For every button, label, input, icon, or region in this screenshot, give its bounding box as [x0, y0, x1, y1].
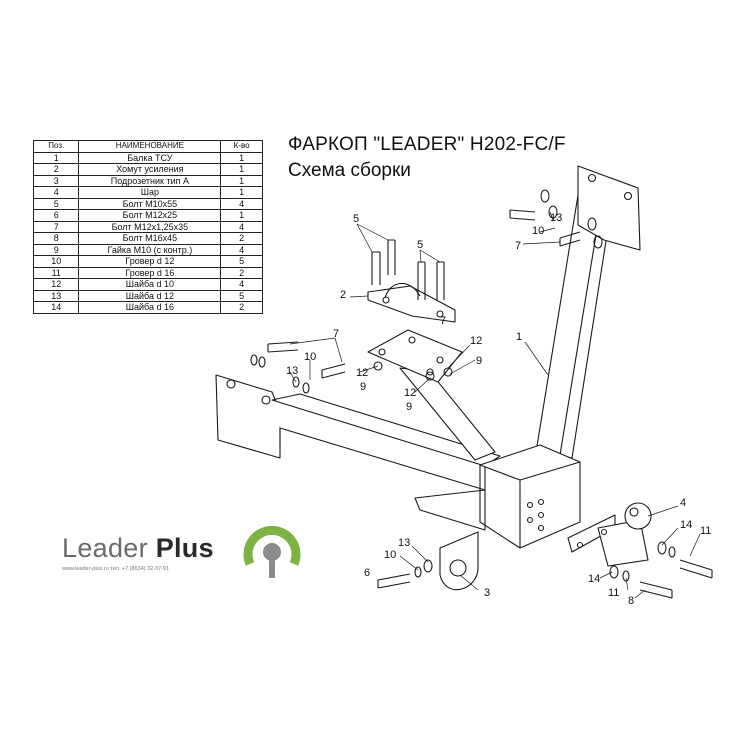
cell-quantity: 2	[220, 301, 263, 314]
cell-position: 6	[32, 209, 80, 222]
cell-position: 14	[32, 301, 80, 314]
callout-9c: 9	[406, 401, 412, 413]
callout-14a: 14	[680, 519, 692, 531]
reinforcement-clamp	[367, 282, 456, 323]
cell-name: Шар	[78, 186, 222, 199]
cell-name: Гайка М10 (с контр.)	[78, 243, 222, 256]
callout-7c: 7	[440, 315, 446, 327]
left-bracket-plate	[215, 374, 281, 459]
brand-name: Leader	[62, 533, 148, 563]
header-quantity: К-во	[220, 140, 263, 153]
callout-10c: 10	[384, 549, 396, 561]
cell-name: Балка ТСУ	[78, 151, 222, 164]
mounting-plate	[367, 329, 463, 383]
callout-5b: 5	[417, 239, 423, 251]
callout-9b: 9	[360, 381, 366, 393]
cell-position: 2	[32, 163, 80, 176]
callout-13a: 13	[550, 212, 562, 224]
callout-7a: 7	[515, 240, 521, 252]
header-name: НАИМЕНОВАНИЕ	[78, 140, 222, 153]
cell-quantity: 1	[220, 186, 263, 199]
callout-12c: 12	[404, 387, 416, 399]
main-beam	[271, 393, 501, 531]
callout-5a: 5	[353, 213, 359, 225]
callout-11a: 11	[700, 525, 711, 537]
cell-quantity: 4	[220, 220, 263, 233]
page-subtitle: Схема сборки	[288, 160, 411, 181]
cell-position: 8	[32, 232, 80, 245]
cell-name: Хомут усиления	[78, 163, 222, 176]
callout-8: 8	[628, 595, 634, 607]
callout-4: 4	[680, 497, 686, 509]
brand-plus: Plus	[155, 533, 214, 563]
callout-3: 3	[484, 587, 490, 599]
brand-logo-mark	[243, 525, 301, 578]
cell-name: Шайба d 16	[78, 301, 222, 314]
cell-quantity: 1	[220, 209, 263, 222]
cell-name: Болт М12х25	[78, 209, 222, 222]
bolts	[267, 209, 713, 599]
callout-11b: 11	[608, 587, 619, 599]
cell-position: 4	[32, 186, 80, 199]
ball-mount	[567, 502, 652, 567]
callout-labels: 1 2 3 4 5 5 6 7 7 7 8 9 9 9 10 10 10 11 …	[286, 212, 711, 607]
cell-quantity: 1	[220, 151, 263, 164]
leader-lines	[289, 211, 701, 599]
washers	[250, 189, 676, 582]
callout-13c: 13	[398, 537, 410, 549]
cell-position: 5	[32, 197, 80, 210]
cell-position: 1	[32, 151, 80, 164]
callout-10a: 10	[532, 225, 544, 237]
cell-position: 7	[32, 220, 80, 233]
cell-position: 9	[32, 243, 80, 256]
cell-name: Болт М12х1,25х35	[78, 220, 222, 233]
callout-14b: 14	[588, 573, 600, 585]
brand-logo-text: Leader Plus	[62, 533, 214, 564]
callout-12a: 12	[470, 335, 482, 347]
receiver-tube	[479, 444, 581, 549]
table-header-row: Поз. НАИМЕНОВАНИЕ К-во	[32, 140, 263, 153]
callout-10b: 10	[304, 351, 316, 363]
callout-13b: 13	[286, 365, 298, 377]
callout-6: 6	[364, 567, 370, 579]
callout-9a: 9	[476, 355, 482, 367]
page-title: ФАРКОП "LEADER" H202-FC/F	[288, 134, 566, 155]
callout-12b: 12	[356, 367, 368, 379]
cell-name: Болт М10х55	[78, 197, 222, 210]
header-position: Поз.	[32, 140, 80, 153]
cell-quantity: 4	[220, 197, 263, 210]
callout-2: 2	[340, 289, 346, 301]
cell-name: Подрозетник тип А	[78, 174, 222, 187]
cell-quantity: 2	[220, 232, 263, 245]
brand-contacts: www.leader-plus.ru тел. +7 (8634) 32-37-…	[62, 566, 170, 572]
socket-bracket	[439, 531, 479, 591]
cell-name: Болт М16х45	[78, 232, 222, 245]
cell-quantity: 4	[220, 243, 263, 256]
callout-1: 1	[516, 331, 522, 343]
cell-quantity: 1	[220, 163, 263, 176]
cell-quantity: 1	[220, 174, 263, 187]
cell-position: 3	[32, 174, 80, 187]
callout-7b: 7	[333, 328, 339, 340]
